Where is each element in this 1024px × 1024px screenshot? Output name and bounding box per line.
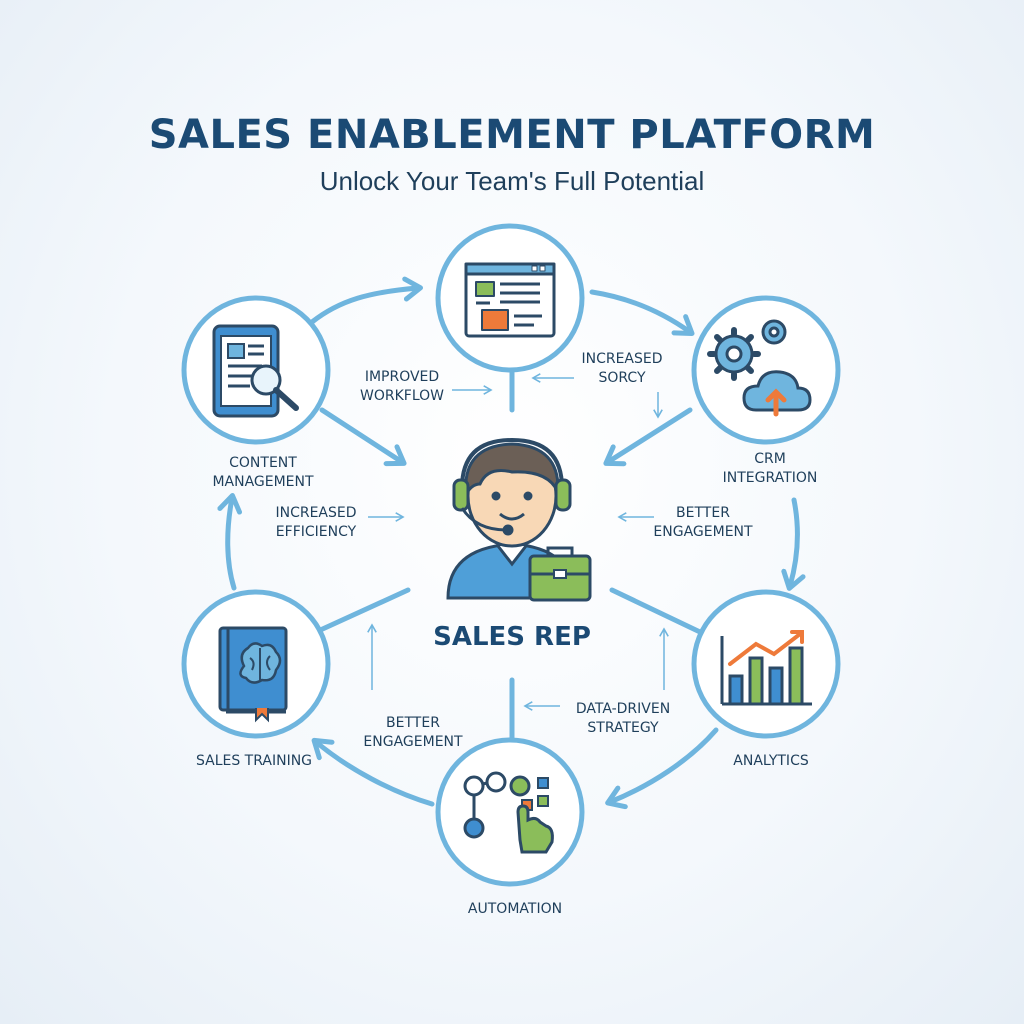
arrow-automation-to-training [311, 737, 435, 807]
arrow-analytics-to-automation [605, 727, 719, 810]
arrow-crm-to-analytics [781, 497, 806, 591]
arrow-training-to-content [217, 493, 243, 591]
node-label-crm: CRM INTEGRATION [722, 451, 818, 486]
benefit-increased-efficiency: INCREASED EFFICIENCY [275, 505, 357, 540]
spoke-crm [603, 407, 693, 467]
arrow-content-to-top [309, 276, 423, 325]
automation-hand-icon [463, 771, 554, 854]
benefit-improved-workflow: IMPROVED WORKFLOW [360, 369, 444, 404]
center-label: SALES REP [433, 622, 591, 652]
benefit-better-engagement-right: BETTER ENGAGEMENT [653, 505, 753, 540]
tablet-search-icon [212, 324, 299, 418]
sales-rep-headset-icon [446, 437, 592, 602]
spoke-training [313, 587, 411, 635]
node-label-automation: AUTOMATION [467, 901, 563, 917]
gears-cloud-upload-icon [707, 319, 812, 417]
node-label-training: SALES TRAINING [195, 753, 313, 769]
node-circle-analytics [691, 589, 841, 739]
benefit-better-engagement-left: BETTER ENGAGEMENT [363, 715, 463, 750]
benefit-arrows [367, 373, 669, 711]
page-title: SALES ENABLEMENT PLATFORM [148, 112, 876, 158]
spoke-content [319, 407, 407, 467]
cycle-arrows [217, 276, 806, 810]
spoke-analytics [609, 587, 703, 635]
spoke-arrows [313, 365, 703, 747]
page-subtitle: Unlock Your Team's Full Potential [319, 166, 705, 196]
bar-chart-trend-icon [720, 630, 812, 706]
arrow-top-to-crm [589, 289, 695, 336]
benefit-data-driven-strategy: DATA-DRIVEN STRATEGY [575, 701, 671, 736]
benefit-increased-sorcy: INCREASED SORCY [581, 351, 663, 386]
content-window-icon [464, 262, 556, 338]
brain-book-icon [218, 626, 288, 723]
node-label-analytics: ANALYTICS [733, 753, 809, 769]
node-circle-automation [435, 737, 585, 887]
node-label-content: CONTENT MANAGEMENT [212, 455, 314, 490]
